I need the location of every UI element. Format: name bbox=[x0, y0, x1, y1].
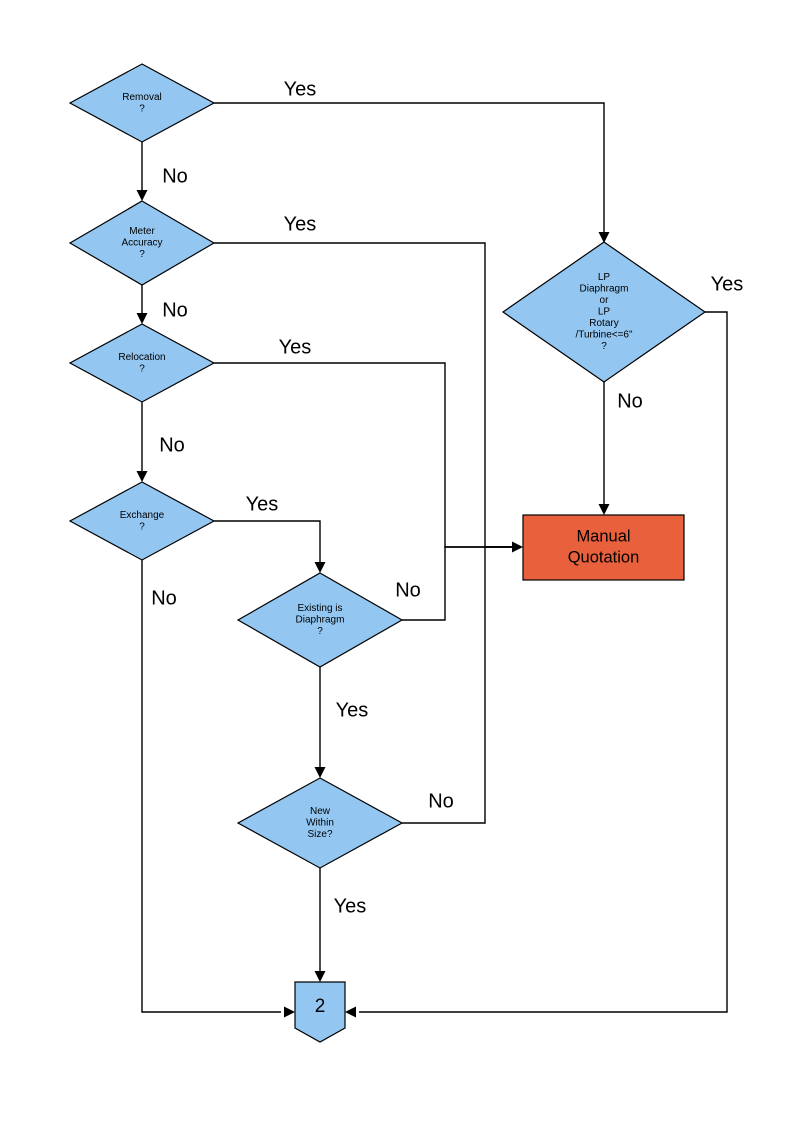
connector-shape bbox=[294, 981, 346, 1043]
arrow-into-manual-quotation-left bbox=[512, 541, 523, 553]
node-connector-2[interactable]: 2 bbox=[294, 981, 346, 1043]
edge-lp-diaphragm-yes bbox=[359, 311, 728, 1013]
edge-removal-yes bbox=[214, 102, 605, 236]
node-label-line: Size? bbox=[307, 829, 332, 840]
decision-shape bbox=[68, 481, 216, 561]
arrow-into-connector-2-right bbox=[345, 1006, 356, 1018]
node-label-line: Existing is bbox=[297, 603, 342, 614]
nodes-layer: Removal?MeterAccuracy?Relocation?Exchang… bbox=[68, 63, 707, 1043]
edge-label-exchange-no: No bbox=[151, 587, 177, 609]
edge-label-meter-accuracy-no: No bbox=[162, 299, 188, 321]
decision-shape bbox=[236, 572, 404, 668]
arrow-into-new-within-size bbox=[314, 767, 326, 778]
arrow-into-relocation bbox=[136, 313, 148, 324]
node-label-line: /Turbine<=6" bbox=[575, 330, 633, 341]
node-label-line: Within bbox=[306, 818, 334, 829]
node-label-line: ? bbox=[139, 103, 145, 114]
decision-shape bbox=[68, 323, 216, 403]
edge-label-meter-accuracy-yes: Yes bbox=[284, 213, 317, 235]
edge-label-new-within-size-no: No bbox=[428, 790, 454, 812]
edge-exchange-no bbox=[141, 560, 281, 1013]
edges-layer bbox=[141, 102, 728, 1013]
node-label-line: LP bbox=[598, 272, 611, 283]
decision-shape bbox=[236, 777, 404, 869]
node-label-line: New bbox=[310, 806, 331, 817]
node-label-line: Diaphragm bbox=[296, 615, 345, 626]
node-relocation[interactable]: Relocation? bbox=[68, 323, 216, 403]
arrow-into-exchange bbox=[136, 471, 148, 482]
node-label-line: ? bbox=[139, 249, 145, 260]
node-label-line: Meter bbox=[129, 226, 155, 237]
arrow-into-connector-2-left bbox=[284, 1006, 295, 1018]
node-label-line: Rotary bbox=[589, 318, 618, 329]
decision-shape bbox=[501, 241, 707, 383]
arrow-into-manual-quotation-top bbox=[598, 504, 610, 515]
process-shape bbox=[522, 514, 685, 581]
edge-label-removal-yes: Yes bbox=[284, 78, 317, 100]
edge-label-removal-no: No bbox=[162, 165, 188, 187]
node-label-line: or bbox=[600, 295, 610, 306]
decision-shape bbox=[68, 63, 216, 143]
edge-new-within-size-no bbox=[402, 546, 516, 824]
edge-label-relocation-yes: Yes bbox=[279, 336, 312, 358]
node-label-line: Relocation bbox=[118, 352, 165, 363]
arrow-into-existing-diaphragm bbox=[314, 562, 326, 573]
edge-label-relocation-no: No bbox=[159, 434, 185, 456]
edge-label-existing-diaphragm-no: No bbox=[395, 579, 421, 601]
node-label-line: Removal bbox=[122, 92, 161, 103]
edge-relocation-yes bbox=[214, 362, 516, 548]
edge-existing-diaphragm-no bbox=[402, 546, 516, 621]
edge-label-new-within-size-yes: Yes bbox=[334, 895, 367, 917]
node-label-line: Diaphragm bbox=[580, 284, 629, 295]
edge-label-exchange-yes: Yes bbox=[246, 493, 279, 515]
node-label-line: ? bbox=[317, 626, 323, 637]
arrow-into-connector-2-top bbox=[314, 971, 326, 982]
node-label-line: LP bbox=[598, 307, 611, 318]
arrow-into-lp-diaphragm bbox=[598, 232, 610, 243]
node-removal[interactable]: Removal? bbox=[68, 63, 216, 143]
arrowheads-layer bbox=[136, 190, 610, 1018]
arrow-into-meter-accuracy bbox=[136, 190, 148, 201]
edge-label-existing-diaphragm-yes: Yes bbox=[336, 699, 369, 721]
node-label-line: ? bbox=[601, 341, 607, 352]
edge-label-lp-diaphragm-yes: Yes bbox=[711, 273, 744, 295]
node-label-line: Quotation bbox=[568, 548, 640, 566]
node-label-line: Accuracy bbox=[121, 238, 162, 249]
node-label-line: ? bbox=[139, 363, 145, 374]
node-exchange[interactable]: Exchange? bbox=[68, 481, 216, 561]
decision-shape bbox=[68, 200, 216, 286]
node-label-line: Exchange bbox=[120, 510, 165, 521]
node-label-line: ? bbox=[139, 521, 145, 532]
node-label-line: 2 bbox=[315, 996, 326, 1017]
node-label-line: Manual bbox=[576, 527, 630, 545]
edge-label-lp-diaphragm-no: No bbox=[617, 390, 643, 412]
edge-exchange-yes bbox=[214, 520, 321, 566]
